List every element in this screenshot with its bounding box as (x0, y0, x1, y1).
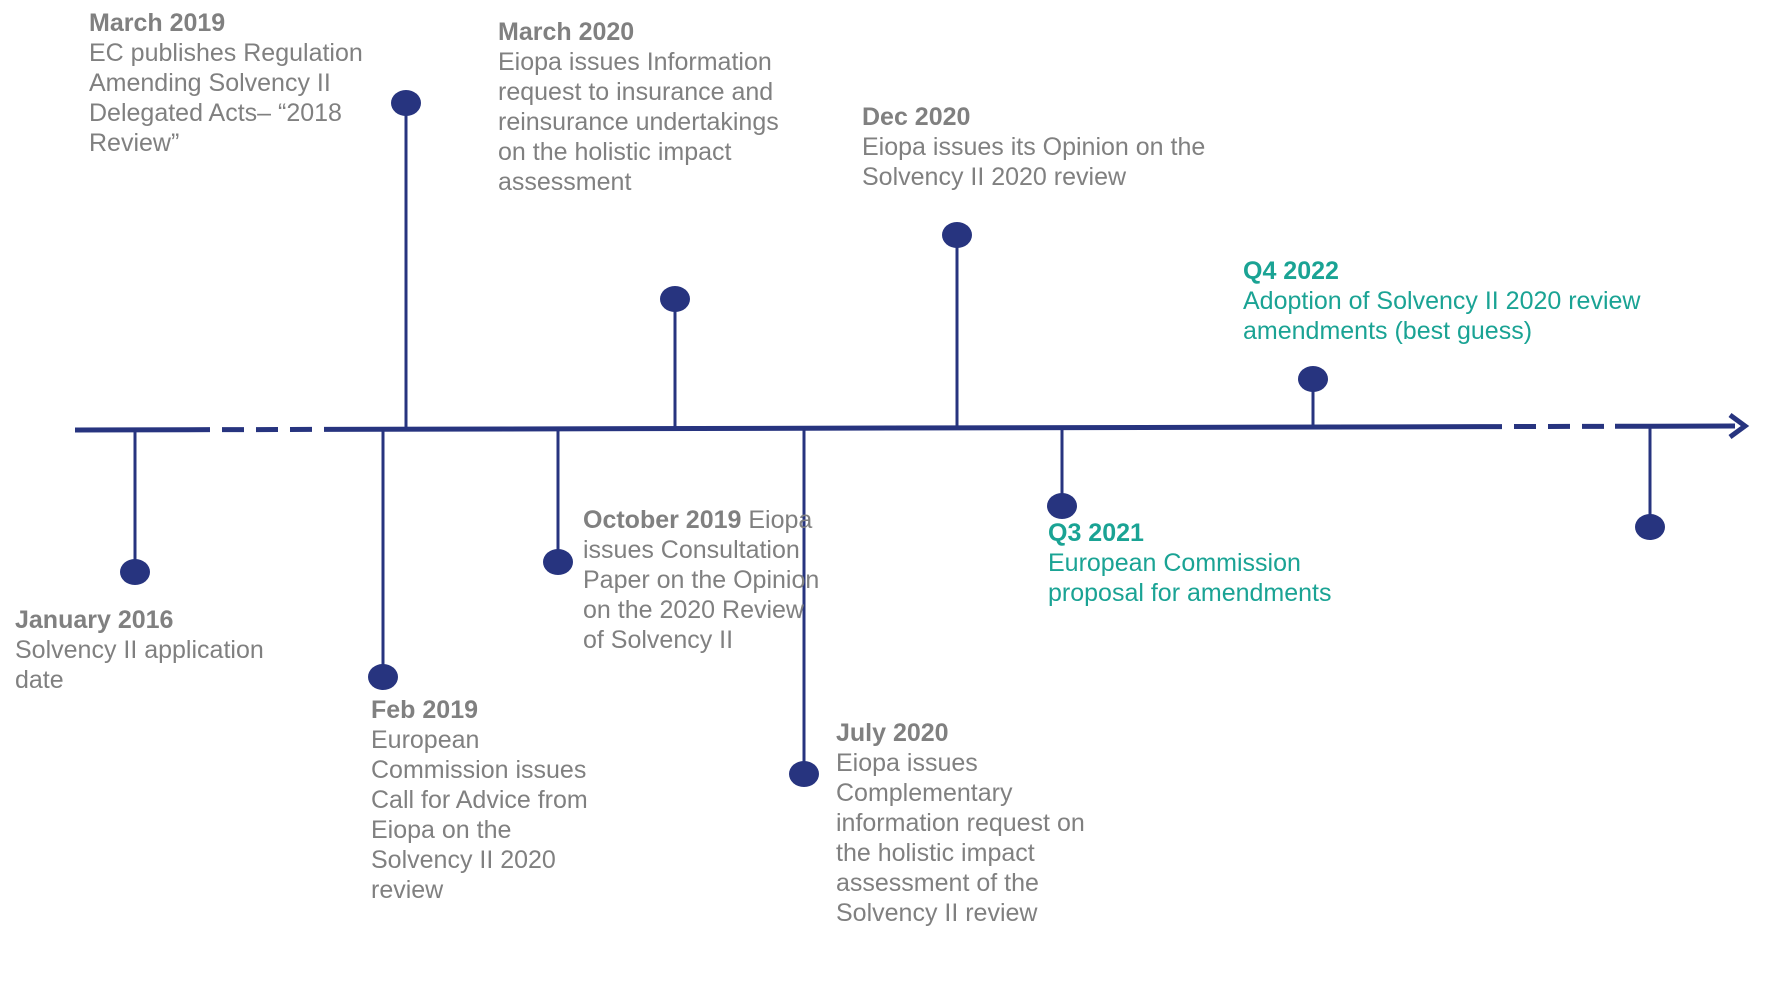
event-date: October 2019 (583, 506, 742, 534)
event-date: March 2019 (89, 9, 226, 37)
event-oct-2019: October 2019 Eiopa issues Consultation P… (583, 505, 843, 655)
marker-oct-2019-dot (543, 549, 573, 575)
event-description: Eiopa issues Consultation Paper on the O… (583, 506, 820, 654)
event-description: Eiopa issues Complementary information r… (836, 749, 1085, 927)
marker-dec-2020-dot (942, 222, 972, 248)
axis-arrowhead (1728, 412, 1750, 440)
event-date: March 2020 (498, 18, 635, 46)
event-q4-2022: Q4 2022 Adoption of Solvency II 2020 rev… (1243, 256, 1640, 346)
event-jan-2016: January 2016 Solvency II application dat… (15, 605, 264, 695)
event-description: Eiopa issues its Opinion on the Solvency… (862, 133, 1206, 191)
event-dec-2020: Dec 2020 Eiopa issues its Opinion on the… (862, 102, 1205, 192)
axis-segment (324, 424, 1481, 432)
event-date: Q4 2022 (1243, 257, 1339, 285)
event-description: EC publishes Regulation Amending Solvenc… (89, 39, 363, 157)
event-description: Eiopa issues Information request to insu… (498, 48, 779, 196)
event-feb-2019: Feb 2019 European Commission issues Call… (371, 695, 588, 905)
marker-feb-2019-dot (368, 664, 398, 690)
event-description: Solvency II application date (15, 636, 264, 694)
event-date: January 2016 (15, 606, 174, 634)
marker-mar-2019-dot (391, 90, 421, 116)
event-date: Dec 2020 (862, 103, 971, 131)
event-description: European Commission proposal for amendme… (1048, 549, 1332, 607)
event-date: July 2020 (836, 719, 949, 747)
event-q3-2021: Q3 2021 European Commission proposal for… (1048, 518, 1331, 608)
timeline-markers (120, 90, 1665, 787)
marker-q3-2021-dot (1047, 493, 1077, 519)
marker-jul-2020-dot (789, 761, 819, 787)
timeline-axis (74, 412, 1750, 440)
event-description: European Commission issues Call for Advi… (371, 726, 588, 904)
marker-jan-2016-dot (120, 559, 150, 585)
marker-mar-2020-dot (660, 286, 690, 312)
event-mar-2019: March 2019 EC publishes Regulation Amend… (89, 8, 363, 158)
marker-q4-2022-dot (1298, 366, 1328, 392)
event-mar-2020: March 2020 Eiopa issues Information requ… (498, 17, 779, 197)
event-jul-2020: July 2020 Eiopa issues Complementary inf… (836, 718, 1085, 928)
event-date: Q3 2021 (1048, 519, 1144, 547)
event-date: Feb 2019 (371, 696, 479, 724)
marker-future-dot (1635, 514, 1665, 540)
event-description: Adoption of Solvency II 2020 review amen… (1243, 287, 1641, 345)
timeline-stems (133, 103, 1652, 774)
